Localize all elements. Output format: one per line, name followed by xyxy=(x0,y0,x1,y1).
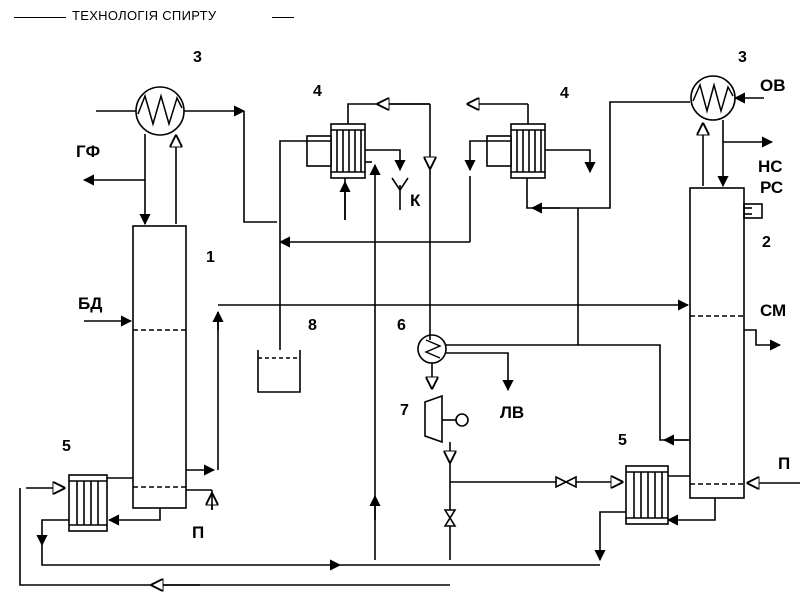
pump-7 xyxy=(424,394,469,444)
label-ns: НС xyxy=(758,157,783,176)
label-sm: СМ xyxy=(760,301,786,320)
label-number-4-left: 4 xyxy=(313,83,322,100)
label-gf: ГФ xyxy=(76,142,100,161)
heater-6 xyxy=(417,334,447,364)
label-p-right: П xyxy=(778,454,790,473)
label-number-1: 1 xyxy=(206,249,215,266)
label-rs: РС xyxy=(760,178,783,197)
label-bd: БД xyxy=(78,294,102,313)
label-p-left: П xyxy=(192,523,204,542)
label-number-3-left: 3 xyxy=(193,49,202,66)
label-number-2: 2 xyxy=(762,234,771,251)
label-number-6: 6 xyxy=(397,317,406,334)
heat-exchanger-4-right xyxy=(486,123,546,179)
label-k: К xyxy=(410,191,421,210)
label-number-8: 8 xyxy=(308,317,317,334)
header-rule-left xyxy=(14,17,66,18)
header-title: ТЕХНОЛОГІЯ СПИРТУ xyxy=(72,8,217,23)
column-2 xyxy=(689,187,745,499)
heat-exchanger-4-left xyxy=(306,123,366,179)
page-header: ТЕХНОЛОГІЯ СПИРТУ xyxy=(0,6,300,28)
label-number-4-right: 4 xyxy=(560,85,569,102)
condenser-3-right xyxy=(690,75,736,121)
condenser-3-left xyxy=(135,86,185,136)
column-1 xyxy=(132,225,187,509)
heat-exchanger-5-left xyxy=(68,474,108,532)
label-number-5-left: 5 xyxy=(62,438,71,455)
label-ov: ОВ xyxy=(760,76,786,95)
heat-exchanger-5-right xyxy=(625,465,669,525)
label-lv: ЛВ xyxy=(500,403,524,422)
label-number-5-right: 5 xyxy=(618,432,627,449)
label-number-7: 7 xyxy=(400,402,409,419)
label-number-3-right: 3 xyxy=(738,49,747,66)
tank-8 xyxy=(257,350,301,393)
header-rule-right xyxy=(272,17,294,18)
